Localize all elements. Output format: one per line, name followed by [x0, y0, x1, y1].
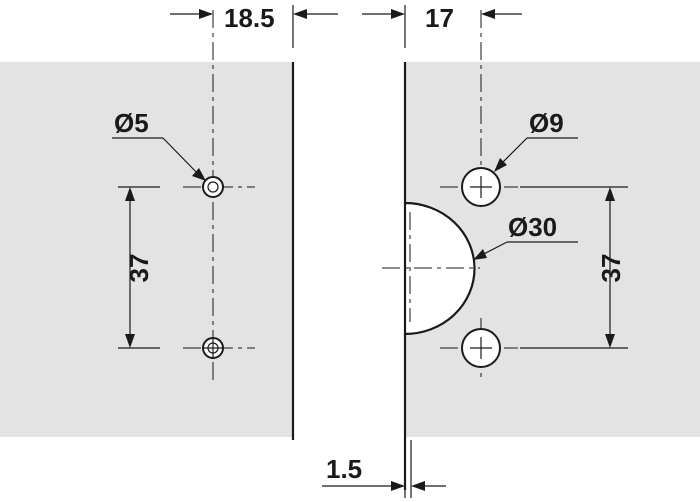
dim-o30-label: Ø30: [508, 212, 557, 242]
dim-37-right-label: 37: [596, 254, 626, 283]
left-top-hole: [202, 176, 224, 198]
dim-18-5-label: 18.5: [224, 3, 275, 33]
left-door-panel: [0, 62, 293, 437]
dim-o9-label: Ø9: [529, 108, 564, 138]
dim-o9-leader: [498, 137, 528, 167]
dim-37-left-label: 37: [124, 254, 154, 283]
dim-17-label: 17: [425, 3, 454, 33]
dim-o5-leader: [162, 137, 203, 179]
dim-o5-label: Ø5: [114, 108, 149, 138]
left-top-hole-inner: [207, 181, 219, 193]
dim-1-5-label: 1.5: [326, 454, 362, 484]
